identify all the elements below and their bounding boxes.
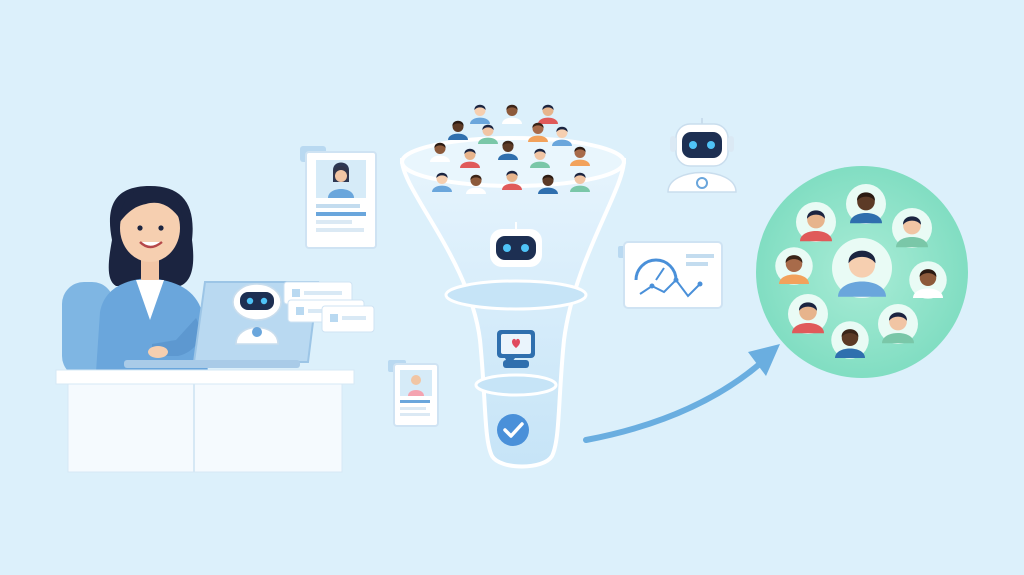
person-avatar	[878, 304, 918, 344]
woman-face	[120, 194, 180, 262]
person-avatar	[538, 104, 558, 124]
chat-heart-icon	[497, 330, 535, 368]
person-avatar	[846, 184, 886, 224]
woman-eye-left	[137, 225, 143, 231]
desk-top	[55, 369, 355, 385]
robot-head-icon	[490, 222, 542, 267]
laptop-robot-icon	[232, 283, 282, 345]
selected-group	[775, 184, 947, 359]
woman-arm	[152, 318, 200, 356]
person-avatar	[831, 321, 869, 359]
candidate-pool	[430, 104, 590, 194]
desk-body	[67, 383, 343, 473]
person-avatar	[432, 172, 452, 192]
checkmark-icon	[497, 414, 529, 446]
resume-card-upper	[300, 146, 377, 249]
person-avatar	[502, 170, 522, 190]
funnel-ring-1	[444, 279, 588, 311]
hiring-funnel	[399, 136, 627, 469]
person-avatar	[530, 148, 550, 168]
person-avatar	[892, 208, 932, 248]
person-avatar	[909, 261, 947, 299]
woman-hand	[148, 346, 168, 358]
person-avatar	[552, 126, 572, 146]
robot-icon	[667, 118, 737, 193]
laptop-base	[124, 360, 300, 368]
person-avatar	[498, 140, 518, 160]
person-avatar	[430, 142, 450, 162]
person-avatar	[470, 104, 490, 124]
laptop-floating-cards	[283, 281, 375, 333]
woman-shirt	[136, 280, 164, 320]
person-avatar	[478, 124, 498, 144]
resume-card-lower	[388, 360, 439, 427]
person-avatar	[448, 120, 468, 140]
person-avatar	[796, 202, 836, 242]
person-avatar	[570, 172, 590, 192]
person-avatar	[528, 122, 548, 142]
person-avatar	[775, 247, 813, 285]
person-avatar	[502, 104, 522, 124]
funnel-body	[399, 158, 627, 469]
gauge-chart-icon	[618, 241, 723, 309]
funnel-ring-2	[474, 373, 558, 397]
recruiter-desk-scene	[55, 186, 375, 473]
person-avatar	[538, 174, 558, 194]
curved-arrow-icon	[583, 344, 780, 443]
woman-neck	[141, 256, 159, 280]
woman-eye-right	[158, 225, 164, 231]
woman-bangs	[120, 188, 183, 222]
person-avatar	[460, 148, 480, 168]
person-avatar	[832, 238, 892, 298]
woman-smile	[139, 241, 163, 249]
person-avatar	[466, 174, 486, 194]
person-avatar	[788, 294, 828, 334]
person-avatar	[570, 146, 590, 166]
